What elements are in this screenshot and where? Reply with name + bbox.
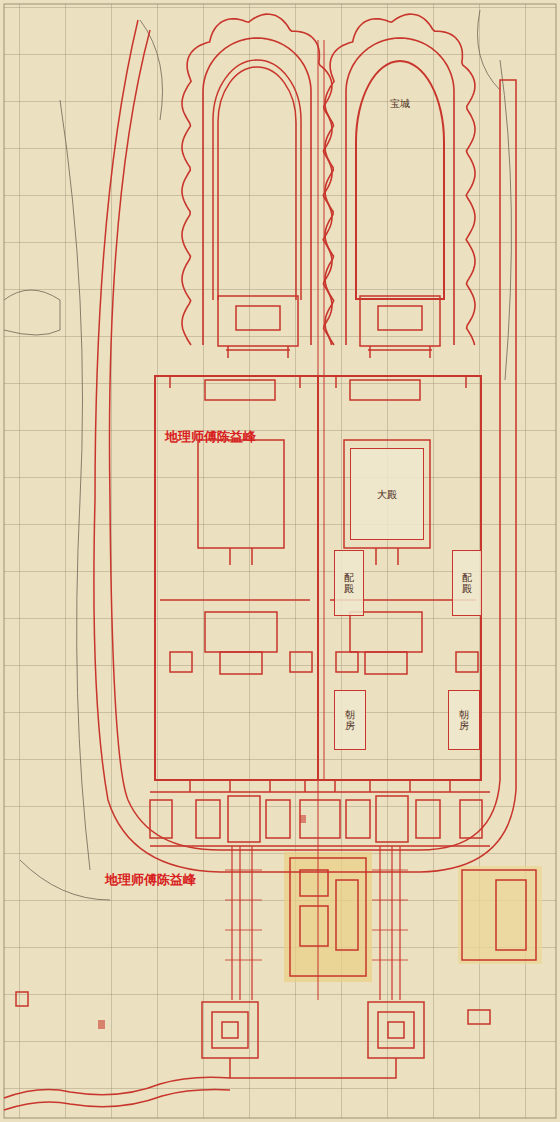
- building-name: 配殿: [344, 572, 354, 594]
- mound-outline: [346, 38, 454, 345]
- building-outline: 配殿: [334, 550, 364, 616]
- building-outline: 朝房: [334, 690, 366, 750]
- building-name: 大殿: [377, 489, 397, 500]
- mound-outline: [203, 38, 311, 345]
- watermark: 地理师傅陈益峰: [165, 428, 256, 446]
- mound-enclosure: 宝城: [355, 60, 445, 300]
- building-name: 朝房: [345, 709, 355, 731]
- building-name: 朝房: [459, 709, 469, 731]
- building-outline: 朝房: [448, 690, 480, 750]
- building-outline: 大殿: [350, 448, 424, 540]
- building-outline: 配殿: [452, 550, 482, 616]
- building-name: 宝城: [390, 98, 410, 109]
- building-name: 配殿: [462, 572, 472, 594]
- watermark: 地理师傅陈益峰: [105, 871, 196, 889]
